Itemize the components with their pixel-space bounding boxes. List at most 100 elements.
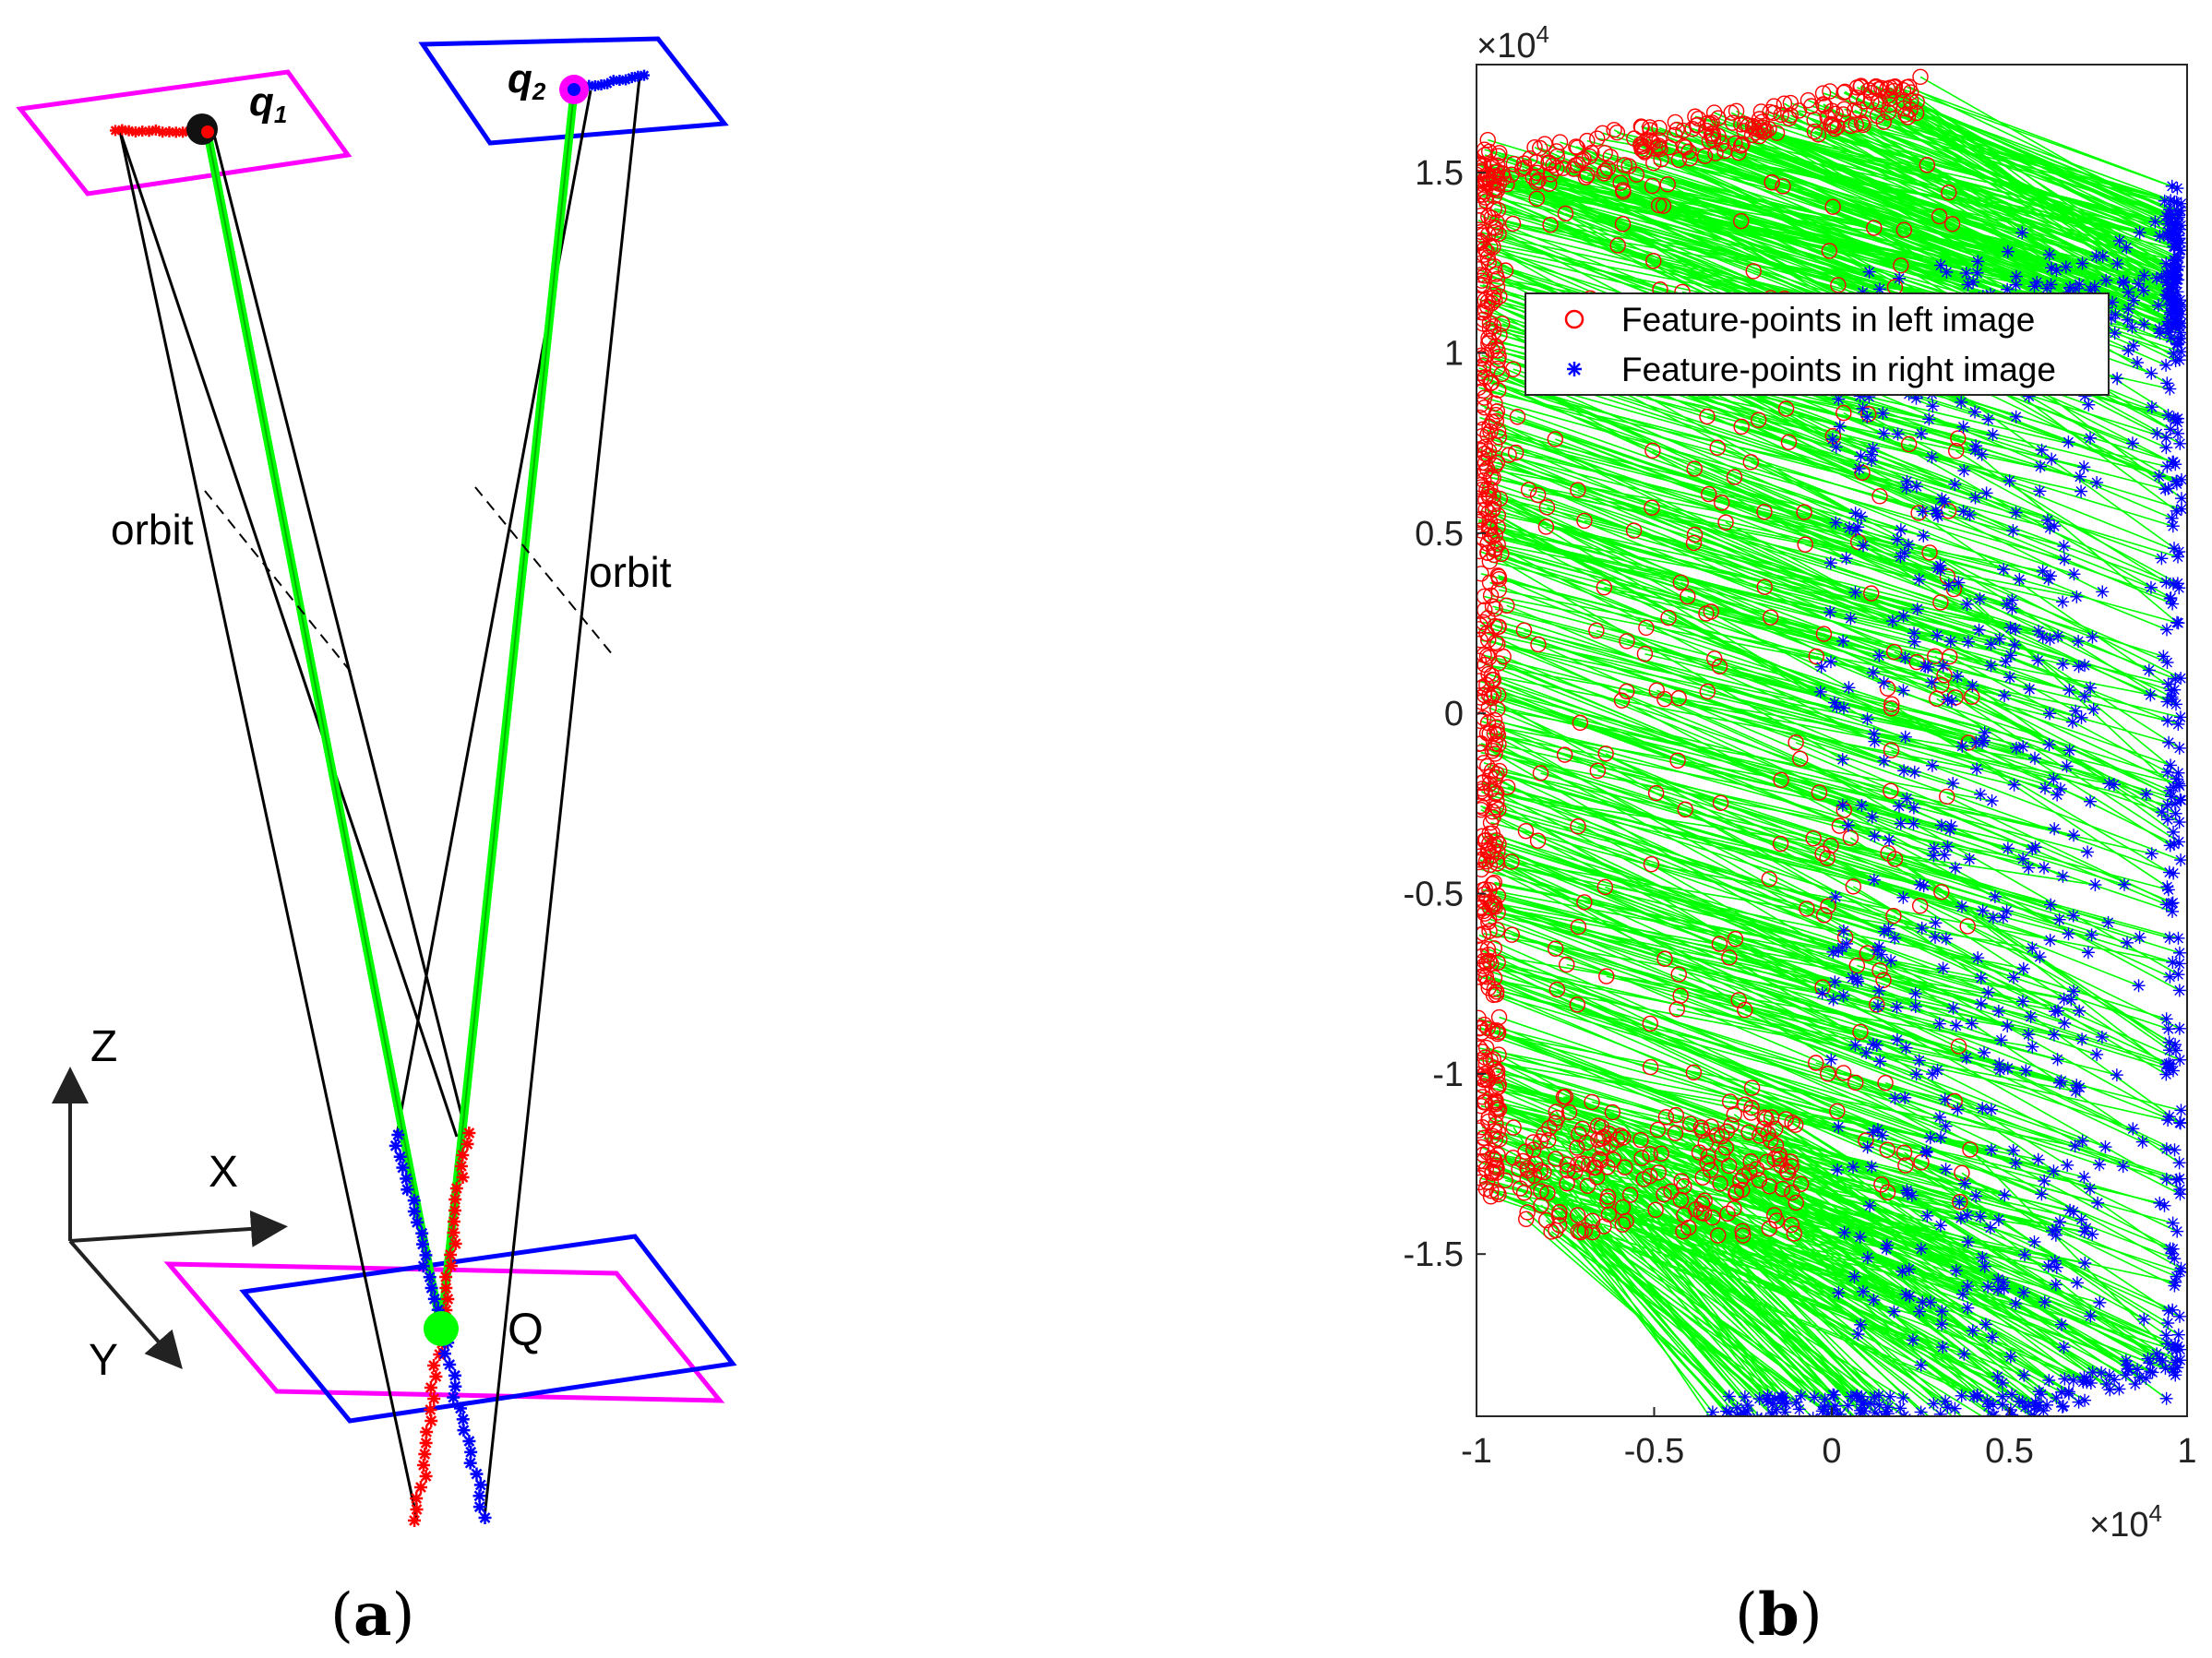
right-feature-point xyxy=(2174,853,2187,867)
left-feature-point xyxy=(1642,122,1658,138)
right-feature-point xyxy=(2057,1341,2071,1354)
right-feature-point xyxy=(1867,1293,1881,1306)
right-feature-point xyxy=(2172,741,2186,755)
match-line xyxy=(1822,986,2181,1190)
right-feature-point xyxy=(1740,1404,1754,1416)
red-asterisk xyxy=(448,1204,461,1217)
right-feature-point xyxy=(1898,1091,1912,1104)
left-feature-point xyxy=(1724,114,1741,131)
right-feature-point xyxy=(2161,677,2175,691)
right-feature-point xyxy=(2073,470,2086,483)
match-line xyxy=(1566,963,2000,1066)
match-line xyxy=(1539,1140,1767,1401)
right-feature-point xyxy=(1837,1225,1851,1239)
right-feature-point xyxy=(2038,1174,2051,1187)
right-feature-point xyxy=(2055,1400,2069,1413)
right-feature-point xyxy=(1992,1057,2006,1071)
right-feature-point xyxy=(2174,492,2187,506)
right-feature-point xyxy=(1929,504,1943,518)
match-line xyxy=(1823,633,2181,801)
right-feature-point xyxy=(1948,1402,1962,1415)
right-feature-point xyxy=(1936,961,1950,975)
match-line xyxy=(1485,182,2048,290)
right-feature-point xyxy=(2170,196,2183,209)
right-feature-point xyxy=(1953,1195,1967,1209)
match-line xyxy=(1483,389,1918,487)
right-feature-point xyxy=(1897,546,1911,560)
axis-label-y: Y xyxy=(89,1336,118,1385)
right-feature-point xyxy=(2067,984,2081,998)
match-line xyxy=(1495,776,1853,979)
right-feature-point xyxy=(1941,840,1955,853)
right-feature-point xyxy=(2155,552,2169,566)
right-feature-point xyxy=(2168,1279,2182,1293)
right-feature-point xyxy=(2056,869,2070,883)
right-feature-point xyxy=(1914,1358,1928,1372)
match-line xyxy=(1948,510,2173,605)
right-feature-point xyxy=(2027,1235,2041,1248)
right-feature-point xyxy=(1851,1328,1865,1342)
blue-asterisk xyxy=(473,1478,487,1492)
match-line xyxy=(1946,795,2172,905)
right-feature-point xyxy=(1997,563,2011,577)
right-feature-point xyxy=(1968,1415,1971,1416)
right-feature-point xyxy=(1967,1390,1981,1403)
red-asterisk xyxy=(447,1215,460,1228)
blue-asterisk xyxy=(453,1402,467,1415)
y-tick-label: -0.5 xyxy=(1404,876,1464,914)
match-line xyxy=(1559,1224,1802,1397)
left-feature-point xyxy=(1773,771,1789,789)
right-feature-point xyxy=(2048,822,2062,836)
right-feature-point xyxy=(2067,829,2081,842)
right-feature-point xyxy=(1854,1318,1868,1331)
right-feature-point xyxy=(2173,710,2187,724)
right-feature-point xyxy=(2169,354,2182,368)
right-feature-point xyxy=(2066,1205,2080,1219)
right-feature-point xyxy=(1842,681,1856,695)
match-line xyxy=(1490,382,2051,529)
right-feature-point xyxy=(2078,1256,2092,1270)
blue-asterisk xyxy=(478,1511,492,1524)
left-feature-point xyxy=(1477,1122,1487,1139)
right-feature-point xyxy=(2133,226,2146,240)
right-feature-point xyxy=(2159,1172,2173,1186)
left-feature-point xyxy=(1570,818,1586,835)
left-feature-point xyxy=(1806,112,1823,128)
right-feature-point xyxy=(2166,597,2180,611)
right-feature-point xyxy=(2060,759,2074,773)
label-q2-subscript: 2 xyxy=(532,78,546,105)
right-feature-point xyxy=(2033,484,2047,498)
left-feature-point xyxy=(1505,156,1523,173)
right-feature-point xyxy=(2027,280,2041,293)
left-feature-point xyxy=(1685,1064,1703,1081)
right-feature-point xyxy=(2089,249,2103,263)
right-feature-point xyxy=(1984,1103,1998,1116)
right-feature-point xyxy=(1963,507,1977,521)
right-feature-point xyxy=(2026,842,2039,856)
match-line xyxy=(1482,428,1836,524)
right-feature-point xyxy=(2052,1076,2066,1090)
left-feature-point xyxy=(1653,151,1669,168)
right-feature-point xyxy=(2166,1064,2180,1078)
match-line xyxy=(1936,698,2171,847)
match-line xyxy=(1743,130,2182,245)
axis-label-z: Z xyxy=(90,1022,117,1071)
red-asterisk xyxy=(444,1248,458,1261)
match-line xyxy=(1880,103,2167,265)
right-feature-point xyxy=(2086,702,2100,716)
x-tick-label: 0.5 xyxy=(1985,1432,2034,1471)
right-feature-point xyxy=(1913,877,1927,891)
right-feature-point xyxy=(2062,927,2075,941)
red-asterisk xyxy=(456,1149,470,1162)
right-feature-point xyxy=(2043,521,2057,535)
left-feature-point xyxy=(1792,750,1809,768)
right-feature-point xyxy=(2173,436,2187,450)
match-line xyxy=(1881,87,2170,286)
match-line xyxy=(1481,435,2013,602)
match-line xyxy=(1486,962,1839,1128)
right-feature-point xyxy=(1978,1045,1991,1059)
match-line xyxy=(1483,479,1969,643)
right-feature-point xyxy=(1856,1284,1870,1298)
match-line xyxy=(1664,698,2063,877)
left-feature-point xyxy=(1480,443,1498,459)
